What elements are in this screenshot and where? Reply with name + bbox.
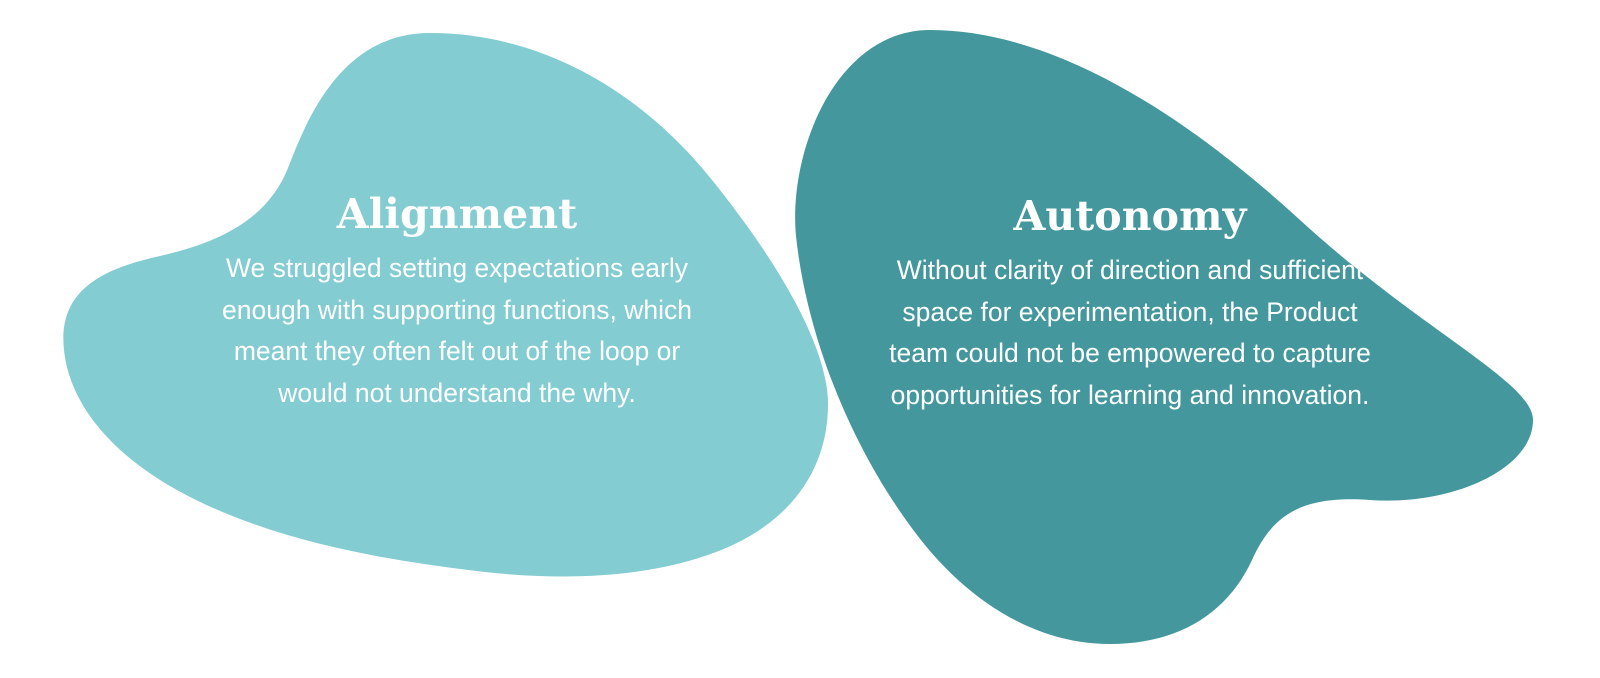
card-alignment-title: Alignment (336, 190, 578, 238)
card-autonomy-body: Without clarity of direction and suffici… (889, 255, 1371, 410)
card-autonomy-title: Autonomy (1013, 192, 1247, 240)
card-alignment-body: We struggled setting expectations early … (222, 253, 692, 408)
card-alignment: Alignment We struggled setting expectati… (218, 189, 696, 414)
card-autonomy: Autonomy Without clarity of direction an… (884, 191, 1376, 416)
alignment-blob-shape (63, 33, 828, 577)
autonomy-blob-shape (795, 30, 1533, 644)
